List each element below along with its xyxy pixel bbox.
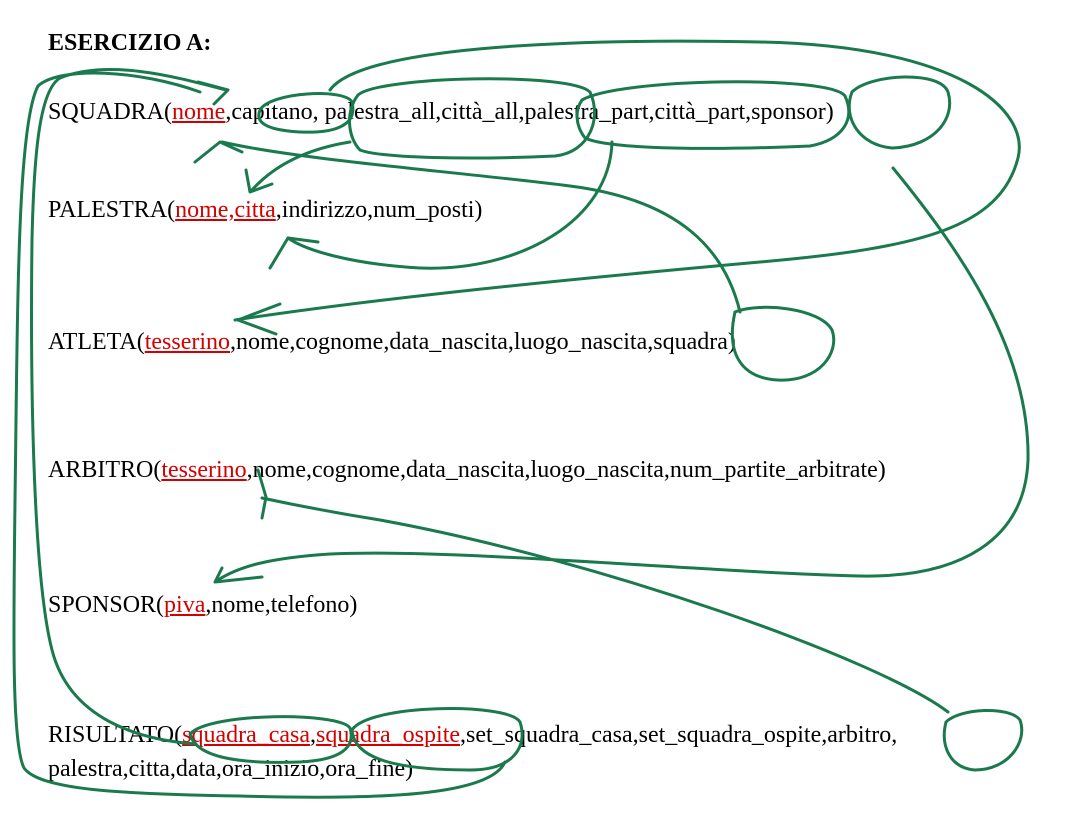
- primary-key: squadra_ospite: [316, 722, 461, 748]
- arrow-squadra-casa: [30, 68, 228, 746]
- relation-name: RISULTATO(: [48, 722, 183, 748]
- relation-risultato: RISULTATO(squadra_casa,squadra_ospite,se…: [48, 720, 897, 750]
- arrowhead-palestra-part: [268, 236, 320, 270]
- relation-attributes: ,nome,cognome,data_nascita,luogo_nascita…: [230, 329, 736, 355]
- arrowhead-sponsor: [213, 566, 264, 584]
- arrow-palestra-all: [250, 140, 352, 192]
- relation-name: PALESTRA(: [48, 197, 176, 223]
- relation-palestra: PALESTRA(nome,citta,indirizzo,num_posti): [48, 195, 482, 225]
- relation-name: SQUADRA(: [48, 99, 173, 125]
- primary-key: squadra_casa: [182, 722, 311, 748]
- exercise-title: ESERCIZIO A:: [48, 30, 212, 56]
- circle-arbitro: [942, 709, 1024, 772]
- relation-sponsor: SPONSOR(piva,nome,telefono): [48, 590, 357, 620]
- relation-attributes: ,capitano, palestra_all,città_all,palest…: [225, 99, 834, 125]
- arrow-squadra-ospite: [12, 71, 507, 799]
- relation-arbitro: ARBITRO(tesserino,nome,cognome,data_nasc…: [48, 455, 886, 485]
- relation-atleta: ATLETA(tesserino,nome,cognome,data_nasci…: [48, 327, 736, 357]
- relation-squadra: SQUADRA(nome,capitano, palestra_all,citt…: [48, 97, 834, 127]
- relation-name: SPONSOR(: [48, 592, 165, 618]
- arrowhead-nome-a: [193, 140, 244, 164]
- relation-risultato-continued: palestra,citta,data,ora_inizio,ora_fine): [48, 756, 414, 782]
- primary-key: nome: [172, 99, 226, 125]
- relation-attributes: ,indirizzo,num_posti): [275, 197, 483, 223]
- arrow-sponsor: [216, 166, 1030, 582]
- circle-atleta-squadra: [730, 305, 836, 382]
- relation-attributes: ,set_squadra_casa,set_squadra_ospite,arb…: [460, 722, 898, 748]
- primary-key: tesserino: [161, 457, 247, 483]
- primary-key: piva: [164, 592, 206, 618]
- relation-attributes: ,nome,cognome,data_nascita,luogo_nascita…: [246, 457, 886, 483]
- relation-name: ATLETA(: [48, 329, 145, 355]
- arrow-arbitro: [260, 496, 950, 714]
- relation-attributes: ,nome,telefono): [205, 592, 358, 618]
- primary-key: tesserino: [144, 329, 231, 355]
- arrow-capitano-atleta: [233, 39, 1021, 322]
- arrow-atleta-squadra: [220, 140, 742, 314]
- arrowhead-palestra-all: [244, 168, 274, 194]
- circle-sponsor: [847, 75, 952, 150]
- relation-name: ARBITRO(: [48, 457, 162, 483]
- primary-key: nome,citta: [175, 197, 276, 223]
